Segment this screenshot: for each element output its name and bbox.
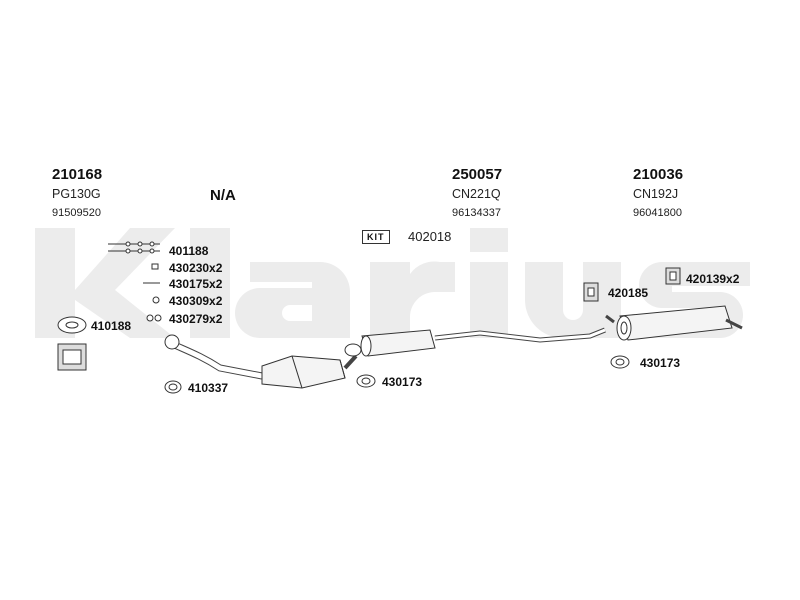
bolt-set-icon — [108, 241, 160, 254]
part-number-1: 210168 — [52, 166, 103, 183]
part-code-1: PG130G — [52, 187, 101, 201]
part-code-3: CN192J — [633, 187, 679, 201]
part-label-401188: 401188 — [169, 244, 209, 258]
label-clamp-right: 430173 — [640, 356, 681, 370]
part-number-2: 250057 — [452, 166, 503, 183]
label-clamp-mid: 430173 — [382, 375, 423, 389]
label-mount-left: 410188 — [91, 319, 132, 333]
catalytic-converter-icon — [261, 355, 346, 389]
part-label-430309x2: 430309x2 — [169, 294, 223, 308]
washer-icon — [152, 296, 160, 304]
part-label-430230x2: 430230x2 — [169, 261, 223, 275]
label-ring-center: 410337 — [188, 381, 229, 395]
rear-silencer-icon — [619, 305, 733, 341]
oe-number-3: 96041800 — [633, 207, 682, 219]
part-label-430175x2: 430175x2 — [169, 277, 223, 291]
label-hanger-right2: 420139x2 — [686, 272, 740, 286]
nut-icon — [151, 263, 159, 270]
label-hanger-right1: 420185 — [608, 286, 649, 300]
na-label: N/A — [210, 187, 236, 204]
middle-silencer-icon — [361, 329, 436, 357]
part-number-3: 210036 — [633, 166, 684, 183]
part-code-2: CN221Q — [452, 187, 501, 201]
part-label-430279x2: 430279x2 — [169, 312, 223, 326]
kit-badge: KIT — [362, 230, 390, 244]
gasket-icon — [146, 314, 154, 322]
oe-number-2: 96134337 — [452, 207, 501, 219]
kit-part-number: 402018 — [408, 229, 452, 244]
oe-number-1: 91509520 — [52, 207, 101, 219]
pipe-flange-icon — [344, 343, 362, 357]
